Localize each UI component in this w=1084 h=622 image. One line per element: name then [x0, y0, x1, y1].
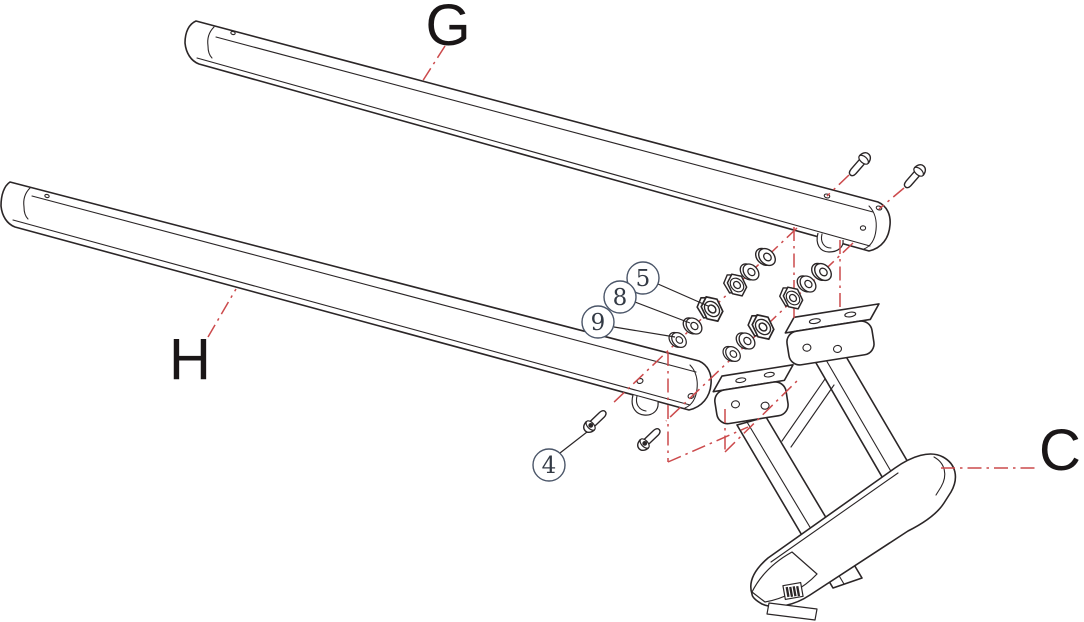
foot-assembly: [712, 303, 957, 621]
bracket-upper-slot-1: [808, 318, 821, 325]
spring-washer-item8: [679, 314, 706, 338]
axis-elbow-2: [724, 377, 801, 453]
alignment-lines: [207, 45, 1037, 469]
bolt-top-2: [900, 161, 929, 192]
rail-g-top-edge: [215, 36, 874, 213]
rail-h-under-tab: [631, 394, 659, 416]
rail-h-right-cap-seam: [684, 364, 698, 409]
callout-5: 5: [626, 261, 660, 295]
callout-8: 8: [603, 280, 637, 314]
callouts: 5 8 9 4: [532, 261, 709, 482]
part-label-g: G: [425, 0, 470, 58]
callout-9-leader: [613, 326, 676, 338]
foot-strut-brace: [781, 378, 835, 448]
rail-g-bolt-hole-2: [875, 205, 883, 211]
foot-logo-plate: [782, 581, 804, 601]
axis-diagonal-1: [610, 227, 798, 406]
callout-5-number: 5: [636, 266, 651, 292]
rail-h: [0, 181, 712, 416]
flat-washer-item9: [665, 328, 690, 351]
bracket-upper: [784, 303, 880, 366]
leader-line-h: [207, 288, 237, 338]
callout-9-number: 9: [591, 310, 606, 336]
foot-base-end-cap-seam: [933, 456, 946, 496]
callout-5-leader: [657, 283, 709, 307]
callout-8-leader: [634, 301, 691, 324]
rail-g-side-hole: [859, 225, 867, 231]
callout-4-leader: [559, 431, 588, 454]
axis-diagonal-2: [665, 242, 854, 422]
part-label-c: C: [1039, 418, 1081, 483]
foot-base-near-face: [751, 551, 818, 603]
rail-g-bolt-hole-1: [823, 193, 831, 199]
axis-bolt-top-2: [878, 187, 905, 210]
bolt-bottom-item4: [581, 407, 609, 435]
bracket-lower-hole-1: [730, 400, 741, 409]
bracket-upper-hole-1: [802, 343, 812, 352]
rail-g-under-tab: [816, 232, 844, 253]
callout-4: 4: [532, 448, 566, 482]
callout-9: 9: [581, 305, 615, 339]
bracket-lower-slot-1: [735, 377, 747, 384]
rail-h-under-tab-seam: [635, 395, 647, 412]
rail-g: [184, 20, 891, 253]
axis-bolt-top-1: [826, 174, 850, 197]
rail-h-top-edge: [31, 195, 697, 373]
leader-line-g: [421, 45, 446, 83]
callout-8-ring: [603, 280, 637, 314]
foot-base-pad: [766, 602, 818, 621]
rail-h-bottom-edge: [12, 219, 691, 406]
rail-h-left-pin-hole: [44, 193, 50, 199]
callout-5-ring: [626, 261, 660, 295]
rail-g-body: [184, 20, 891, 252]
foot-base-top-fold: [770, 472, 899, 563]
bracket-lower: [712, 364, 794, 425]
rail-g-bottom-edge: [196, 57, 871, 247]
rail-g-left-pin-hole: [230, 30, 236, 36]
bracket-upper-slot-2: [844, 311, 857, 318]
bracket-upper-hole-2: [832, 344, 843, 354]
rail-h-body: [0, 181, 712, 411]
callout-8-number: 8: [613, 285, 628, 311]
callout-4-ring: [532, 448, 566, 482]
bolt-bottom-2: [635, 425, 663, 453]
callout-4-number: 4: [542, 453, 557, 479]
rail-g-left-cap-seam: [207, 26, 215, 59]
part-label-h: H: [169, 327, 211, 392]
bolt-top-1: [845, 149, 874, 180]
rail-g-right-cap-seam: [863, 205, 877, 250]
callout-9-ring: [581, 305, 615, 339]
bracket-lower-slot-2: [763, 371, 775, 378]
bracket-lower-hole-2: [760, 401, 770, 410]
rail-h-left-cap-seam: [23, 187, 31, 220]
axis-elbow-1: [667, 426, 749, 463]
rail-g-under-tab-seam: [820, 233, 832, 249]
bracket-upper-plate: [786, 320, 875, 366]
bracket-lower-plate: [714, 381, 789, 425]
